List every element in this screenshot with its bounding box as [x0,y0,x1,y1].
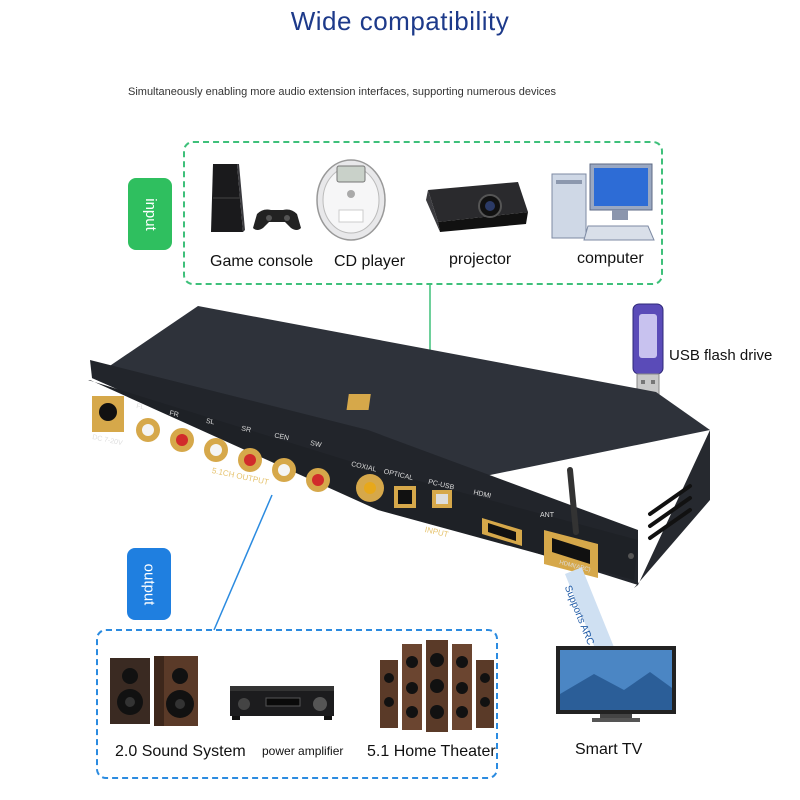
device-side-panel [634,430,710,588]
game-console-icon [211,164,301,232]
sound-system-label: 2.0 Sound System [115,743,246,760]
home-theater-icon [380,640,494,732]
projector-label: projector [449,251,512,268]
game-console-label: Game console [210,253,314,270]
input-tag: input [128,178,172,250]
rca-output-ports [136,418,330,492]
projector-icon [426,182,528,232]
antenna [567,467,579,535]
output-tag: output [127,548,171,620]
computer-label: computer [577,250,644,267]
output-devices-box [96,629,498,779]
output-connection-line [213,494,273,631]
ant-label: ANT [540,512,554,519]
power-amplifier-icon [230,686,334,720]
usb-flash-drive-label: USB flash drive [669,347,773,364]
page-subtitle: Simultaneously enabling more audio exten… [128,86,557,98]
brand-logo-icon [346,394,371,410]
device-top-panel [92,306,710,500]
input-devices-box [183,141,663,285]
page-title: Wide compatibility [290,6,510,36]
computer-icon [551,163,655,241]
smart-tv-label: Smart TV [575,741,643,758]
output-tag-label: output [140,563,158,605]
smart-tv-icon [556,646,676,722]
stereo-speakers-icon [110,656,198,726]
audio-decoder-device [88,306,710,588]
usb-flash-drive-icon [632,303,664,397]
cd-player-label: CD player [334,253,406,270]
cd-player-icon [316,159,386,241]
power-amplifier-label: power amplifier [262,744,344,758]
home-theater-label: 5.1 Home Theater [367,743,496,760]
